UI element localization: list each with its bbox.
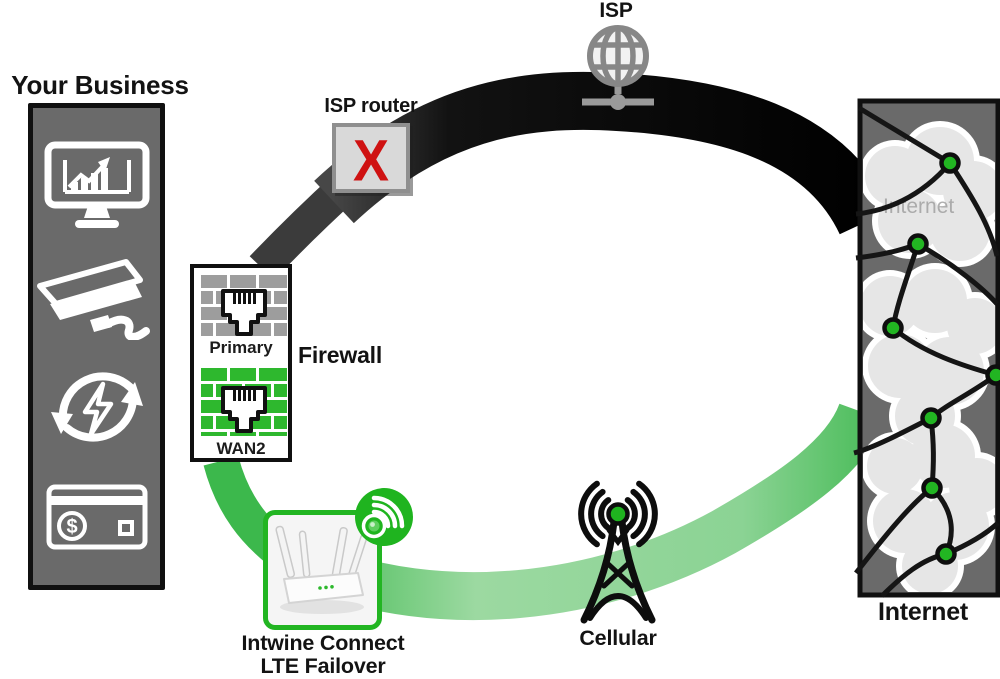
firewall-wan2-label: WAN2 — [216, 439, 266, 458]
lte-failover-label-line2: LTE Failover — [260, 654, 386, 678]
wifi-broadcast-badge-icon — [355, 488, 413, 546]
network-nodes — [882, 152, 1000, 565]
lte-router-icon — [275, 525, 368, 614]
cloud-cluster: Internet — [863, 121, 995, 592]
internet-label: Internet — [877, 598, 969, 626]
ethernet-port-icon — [221, 289, 267, 336]
business-panel: $ — [28, 103, 165, 590]
monitor-chart-icon — [44, 141, 150, 228]
firewall-box: Primary WAN2 — [190, 264, 292, 462]
isp-router-box: X — [332, 123, 410, 193]
ethernet-port-icon — [221, 386, 267, 433]
primary-path-band — [314, 71, 893, 236]
dollar-sign: $ — [66, 516, 77, 538]
internet-panel: Internet — [853, 98, 1000, 598]
firewall-primary-label: Primary — [209, 338, 273, 357]
isp-globe-icon — [582, 25, 654, 110]
firewall-label: Firewall — [298, 342, 383, 368]
offline-x-icon: X — [352, 128, 390, 194]
isp-router-label: ISP router — [324, 95, 418, 117]
your-business-label: Your Business — [11, 70, 189, 100]
failover-path-band — [301, 402, 885, 621]
credit-card-icon: $ — [46, 484, 148, 550]
isp-label: ISP — [599, 0, 633, 22]
cellular-tower-icon — [578, 480, 658, 624]
firewall-primary-section — [201, 275, 287, 337]
lte-failover-label-line1: Intwine Connect — [241, 631, 405, 655]
lte-failover-label: Intwine Connect LTE Failover — [223, 632, 423, 678]
security-camera-icon — [37, 259, 150, 340]
cellular-label: Cellular — [579, 626, 657, 650]
power-sync-icon — [51, 372, 143, 442]
firewall-wan2-section — [201, 368, 287, 436]
